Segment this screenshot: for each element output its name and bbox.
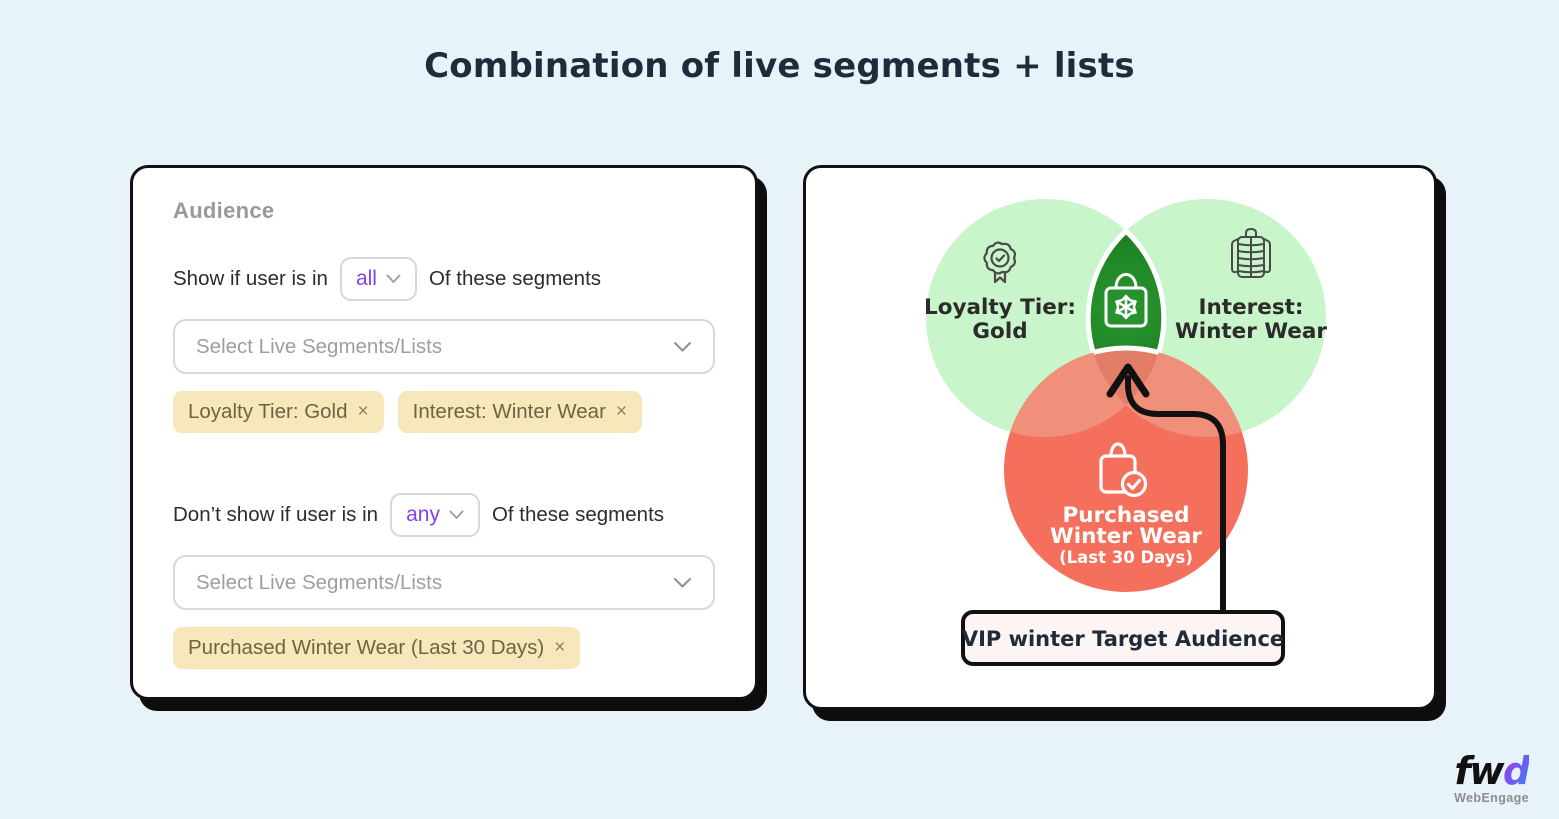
- winter-jacket-icon: [1231, 228, 1271, 278]
- exclude-operator-dropdown[interactable]: any: [390, 493, 480, 537]
- venn-diagram: Loyalty Tier: Gold Interest: Winter Wear…: [924, 199, 1327, 666]
- audience-heading: Audience: [173, 198, 275, 223]
- exclude-tags-row: Purchased Winter Wear (Last 30 Days) ×: [173, 627, 715, 669]
- webengage-wordmark: WebEngage: [1454, 791, 1529, 805]
- callout-label: VIP winter Target Audience: [962, 627, 1284, 651]
- segment-tag: Interest: Winter Wear ×: [397, 391, 643, 433]
- remove-tag-icon[interactable]: ×: [554, 637, 566, 658]
- loyalty-circle-label-1: Loyalty Tier:: [924, 295, 1076, 320]
- chevron-down-icon: [386, 274, 401, 283]
- chevron-down-icon: [449, 510, 464, 519]
- segment-tag-label: Purchased Winter Wear (Last 30 Days): [188, 636, 545, 659]
- exclude-rule-prefix: Don’t show if user is in: [173, 503, 379, 526]
- include-rule-prefix: Show if user is in: [173, 267, 328, 290]
- exclude-segments-select[interactable]: Select Live Segments/Lists: [173, 555, 715, 610]
- callout-arrow: [1106, 363, 1226, 615]
- include-segments-select[interactable]: Select Live Segments/Lists: [173, 319, 715, 374]
- shopping-bag-check-icon: [1099, 442, 1148, 498]
- fwd-webengage-logo: fwd WebEngage: [1454, 749, 1530, 805]
- award-badge-icon: [983, 241, 1016, 284]
- purchased-circle-label-3: (Last 30 Days): [1059, 548, 1193, 567]
- include-operator-dropdown[interactable]: all: [339, 257, 417, 301]
- chevron-down-icon: [674, 341, 691, 351]
- include-rule-row: Show if user is in all Of these segments: [173, 257, 715, 301]
- venn-diagram-card: Loyalty Tier: Gold Interest: Winter Wear…: [803, 165, 1437, 710]
- exclude-segments-placeholder: Select Live Segments/Lists: [196, 570, 443, 594]
- exclude-operator-value: any: [406, 503, 440, 526]
- remove-tag-icon[interactable]: ×: [615, 401, 628, 422]
- segment-tag-label: Loyalty Tier: Gold: [188, 400, 348, 423]
- remove-tag-icon[interactable]: ×: [357, 401, 369, 422]
- chevron-down-icon: [674, 577, 691, 587]
- exclude-rule-suffix: Of these segments: [491, 503, 665, 526]
- exclude-rule-row: Don’t show if user is in any Of these se…: [173, 493, 715, 537]
- include-tags-row: Loyalty Tier: Gold × Interest: Winter We…: [173, 391, 715, 433]
- include-operator-value: all: [355, 267, 377, 290]
- include-segments-placeholder: Select Live Segments/Lists: [196, 334, 443, 358]
- segment-tag: Purchased Winter Wear (Last 30 Days) ×: [173, 627, 581, 669]
- purchased-circle-label-1: Purchased: [1063, 503, 1190, 528]
- segment-tag-label: Interest: Winter Wear: [412, 400, 606, 423]
- interest-circle-label-1: Interest:: [1198, 295, 1303, 320]
- interest-circle-label-2: Winter Wear: [1175, 319, 1327, 344]
- include-rule-suffix: Of these segments: [428, 267, 602, 290]
- audience-card: Audience Show if user is in all Of these…: [130, 165, 758, 700]
- callout-box: [961, 610, 1285, 666]
- fwd-wordmark: fwd: [1454, 749, 1530, 793]
- purchased-circle-label-2: Winter Wear: [1050, 524, 1202, 549]
- loyalty-circle-label-2: Gold: [972, 319, 1027, 344]
- page-title: Combination of live segments + lists: [424, 46, 1135, 86]
- winter-shopping-bag-icon: [1104, 273, 1148, 328]
- arrowhead-icon: [1106, 363, 1150, 398]
- segment-tag: Loyalty Tier: Gold ×: [173, 391, 384, 433]
